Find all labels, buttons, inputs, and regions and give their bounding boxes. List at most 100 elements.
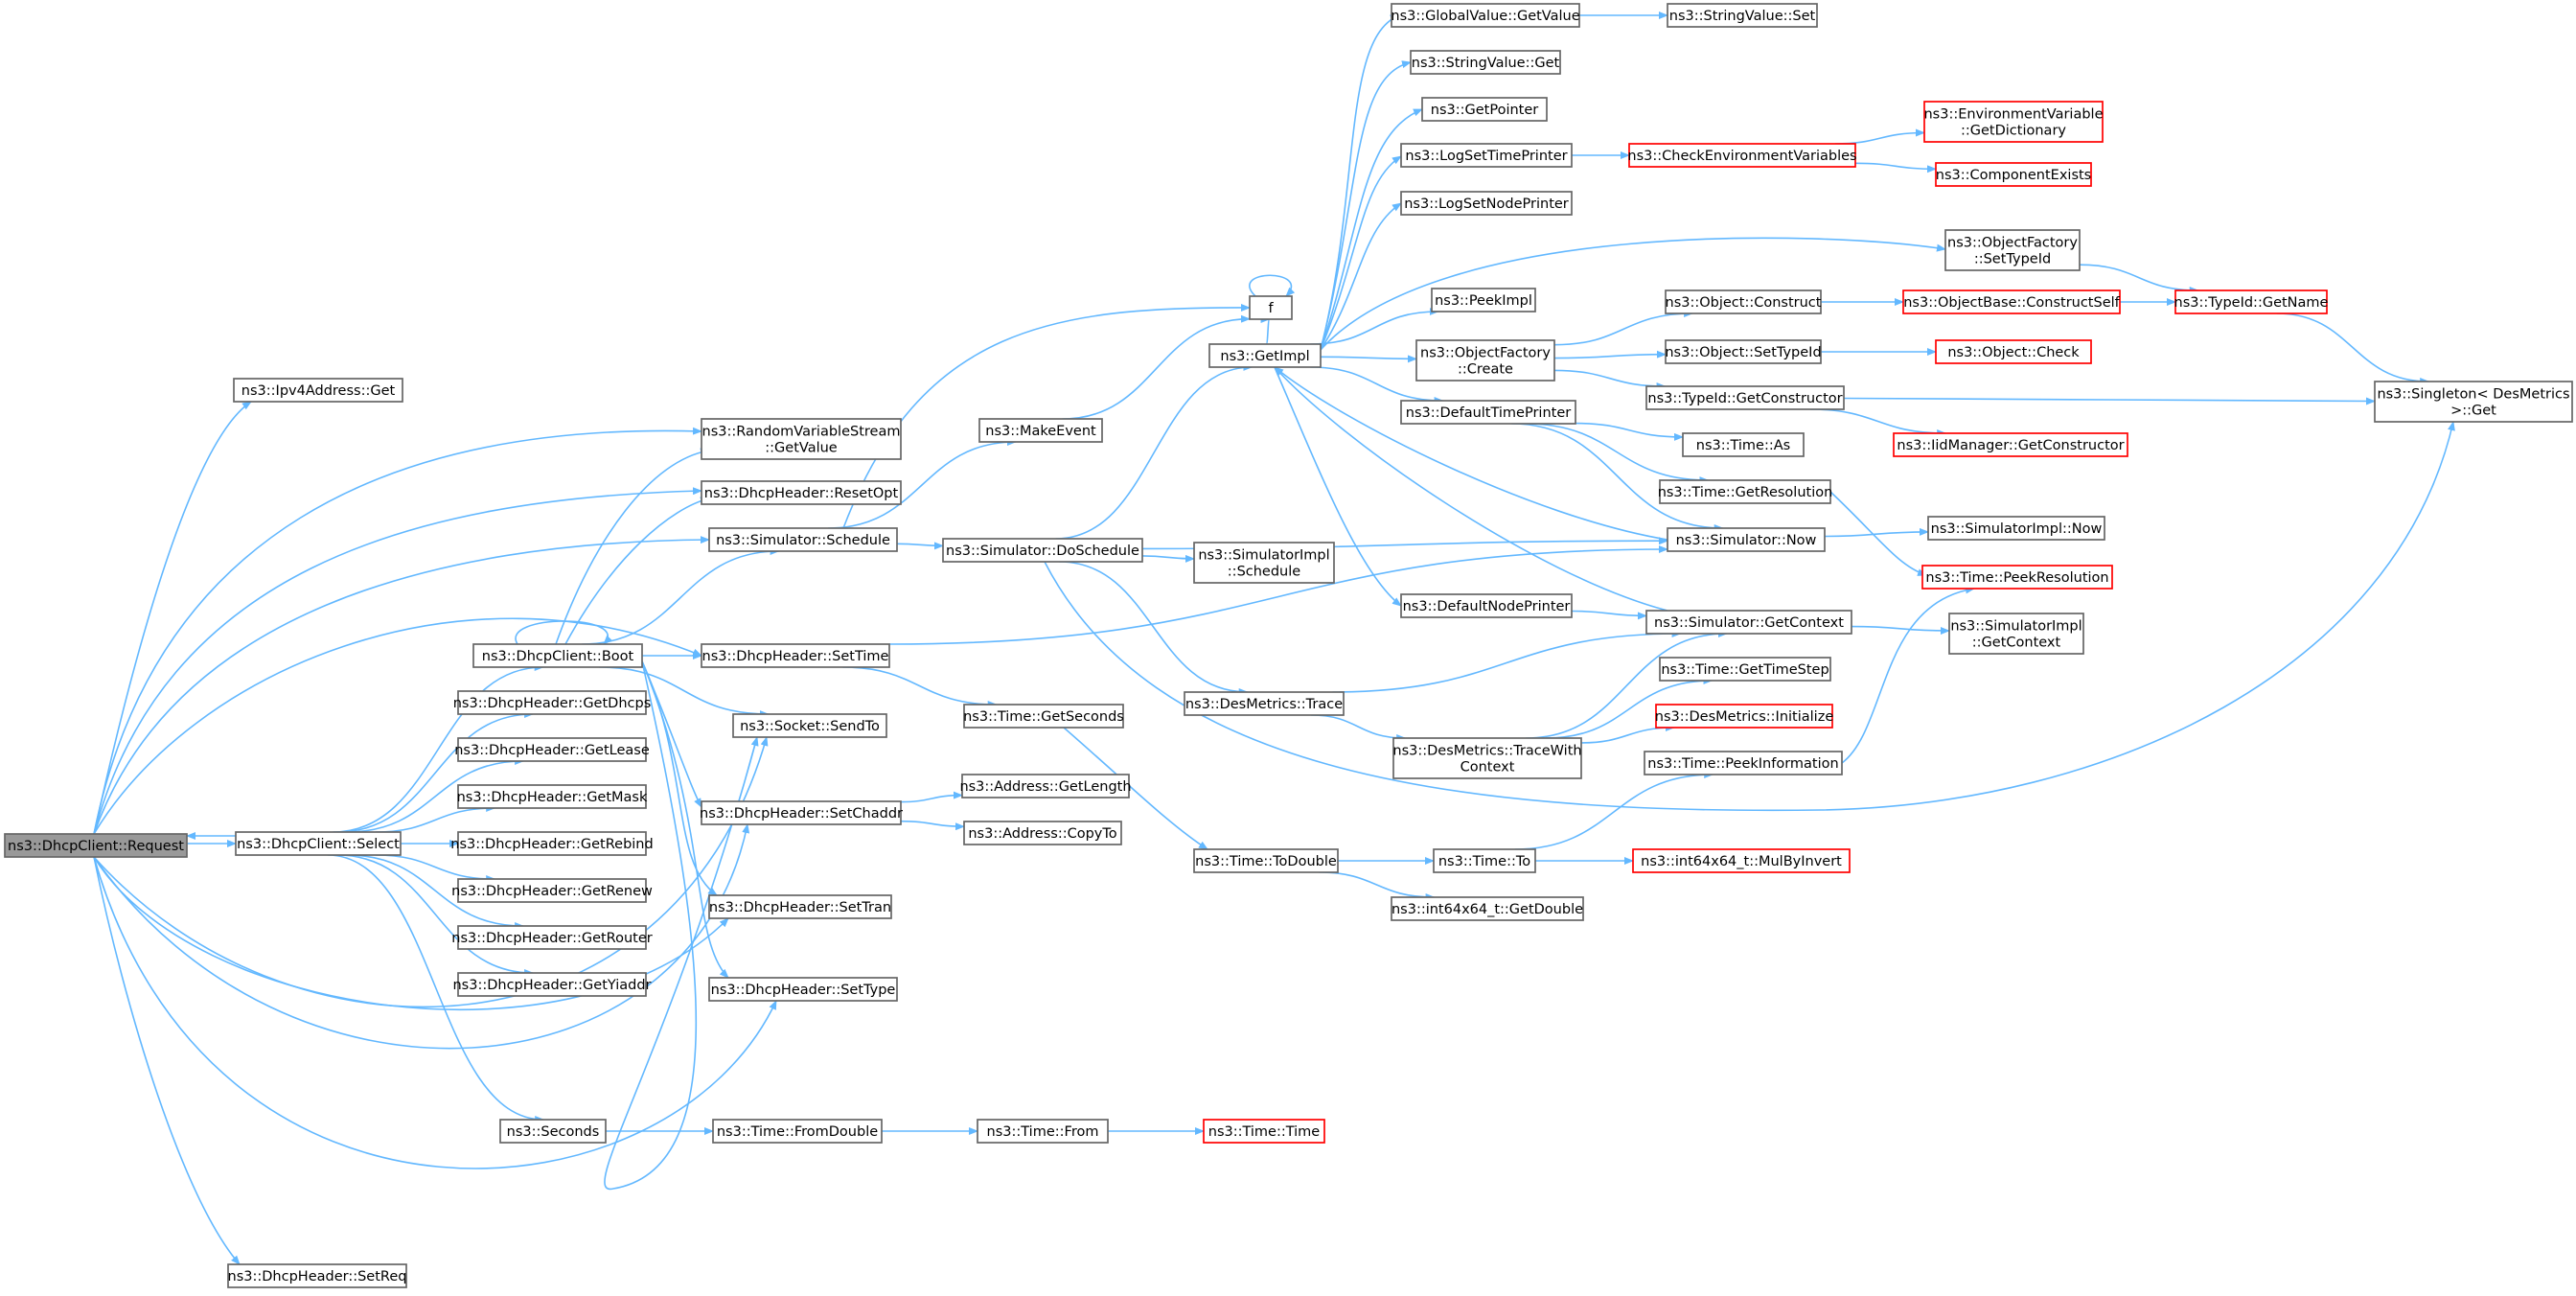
node-box[interactable] — [1249, 295, 1293, 320]
node-box[interactable] — [1665, 289, 1822, 314]
node-box[interactable] — [1421, 97, 1548, 122]
node-box[interactable] — [1893, 432, 2128, 457]
node-timepeekinfo[interactable]: ns3::Time::PeekInformation — [1644, 751, 1843, 775]
node-box[interactable] — [708, 977, 898, 1002]
node-sendto[interactable]: ns3::Socket::SendTo — [732, 713, 887, 738]
node-logsettime[interactable]: ns3::LogSetTimePrinter — [1400, 143, 1573, 168]
node-simimplnow[interactable]: ns3::SimulatorImpl::Now — [1927, 516, 2105, 541]
node-box[interactable] — [1193, 848, 1339, 873]
node-request[interactable]: ns3::DhcpClient::Request — [4, 833, 188, 858]
node-box[interactable] — [457, 784, 647, 809]
node-box[interactable] — [1667, 527, 1826, 552]
node-timegetstep[interactable]: ns3::Time::GetTimeStep — [1659, 657, 1831, 682]
node-svset[interactable]: ns3::StringValue::Set — [1667, 3, 1818, 28]
node-deftimepr[interactable]: ns3::DefaultTimePrinter — [1400, 400, 1576, 425]
node-box[interactable] — [1645, 610, 1852, 635]
node-tidgetctor[interactable]: ns3::TypeId::GetConstructor — [1645, 385, 1845, 410]
node-box[interactable] — [708, 894, 892, 919]
node-box[interactable] — [1948, 613, 2084, 655]
node-box[interactable] — [708, 527, 898, 552]
node-objsettypeid[interactable]: ns3::Object::SetTypeId — [1665, 339, 1822, 364]
node-rvsget[interactable]: ns3::RandomVariableStream::GetValue — [701, 418, 902, 460]
node-desminit[interactable]: ns3::DesMetrics::Initialize — [1655, 704, 1834, 729]
node-getimpl[interactable]: ns3::GetImpl — [1208, 343, 1322, 368]
node-i64mulbyinv[interactable]: ns3::int64x64_t::MulByInvert — [1632, 848, 1851, 873]
node-compexists[interactable]: ns3::ComponentExists — [1935, 162, 2092, 187]
node-simimplsched[interactable]: ns3::SimulatorImpl::Schedule — [1193, 542, 1335, 584]
node-getlease[interactable]: ns3::DhcpHeader::GetLease — [454, 737, 650, 762]
node-box[interactable] — [1927, 516, 2105, 541]
node-desmtrace[interactable]: ns3::DesMetrics::Trace — [1184, 691, 1345, 716]
node-i64getdouble[interactable]: ns3::int64x64_t::GetDouble — [1391, 896, 1584, 921]
node-iidgetctor[interactable]: ns3::IidManager::GetConstructor — [1893, 432, 2128, 457]
node-ofsettypeid[interactable]: ns3::ObjectFactory::SetTypeId — [1944, 229, 2081, 271]
node-box[interactable] — [1923, 101, 2104, 143]
node-box[interactable] — [1433, 848, 1536, 873]
node-timegetres[interactable]: ns3::Time::GetResolution — [1658, 479, 1833, 504]
node-f[interactable]: f — [1249, 295, 1293, 320]
node-box[interactable] — [977, 1119, 1109, 1144]
node-box[interactable] — [457, 690, 647, 715]
node-box[interactable] — [942, 538, 1143, 563]
node-obconstructself[interactable]: ns3::ObjectBase::ConstructSelf — [1902, 289, 2121, 314]
node-getrebind[interactable]: ns3::DhcpHeader::GetRebind — [450, 831, 654, 856]
node-fromdouble[interactable]: ns3::Time::FromDouble — [712, 1119, 883, 1144]
node-box[interactable] — [1184, 691, 1345, 716]
node-box[interactable] — [1431, 288, 1536, 312]
node-box[interactable] — [1391, 3, 1580, 28]
node-timeas[interactable]: ns3::Time::As — [1682, 432, 1805, 457]
node-setchaddr[interactable]: ns3::DhcpHeader::SetChaddr — [700, 800, 903, 825]
node-box[interactable] — [978, 418, 1103, 443]
node-box[interactable] — [1208, 343, 1322, 368]
node-box[interactable] — [1645, 385, 1845, 410]
node-ofcreate[interactable]: ns3::ObjectFactory::Create — [1415, 339, 1555, 382]
node-box[interactable] — [1410, 50, 1561, 75]
node-box[interactable] — [1400, 143, 1573, 168]
node-box[interactable] — [233, 378, 403, 403]
node-checkenv[interactable]: ns3::CheckEnvironmentVariables — [1627, 143, 1857, 168]
node-box[interactable] — [701, 643, 890, 668]
node-doschedule[interactable]: ns3::Simulator::DoSchedule — [942, 538, 1143, 563]
node-box[interactable] — [1921, 565, 2113, 590]
node-box[interactable] — [1400, 191, 1573, 216]
node-addrcopyto[interactable]: ns3::Address::CopyTo — [963, 821, 1122, 845]
node-box[interactable] — [701, 800, 902, 825]
node-tidgetname[interactable]: ns3::TypeId::GetName — [2174, 289, 2329, 314]
node-getdhcps[interactable]: ns3::DhcpHeader::GetDhcps — [453, 690, 652, 715]
node-settype[interactable]: ns3::DhcpHeader::SetType — [708, 977, 898, 1002]
node-box[interactable] — [701, 480, 902, 505]
node-getmask[interactable]: ns3::DhcpHeader::GetMask — [457, 784, 648, 809]
node-box[interactable] — [472, 643, 643, 668]
node-getrenew[interactable]: ns3::DhcpHeader::GetRenew — [451, 878, 653, 903]
node-settime[interactable]: ns3::DhcpHeader::SetTime — [701, 643, 890, 668]
node-box[interactable] — [1391, 896, 1584, 921]
node-box[interactable] — [1665, 339, 1822, 364]
node-setreq[interactable]: ns3::DhcpHeader::SetReq — [227, 1263, 407, 1288]
node-box[interactable] — [457, 972, 647, 997]
node-box[interactable] — [1644, 751, 1843, 775]
node-ipv4get[interactable]: ns3::Ipv4Address::Get — [233, 378, 403, 403]
node-timeto[interactable]: ns3::Time::To — [1433, 848, 1536, 873]
node-singletonget[interactable]: ns3::Singleton< DesMetrics>::Get — [2374, 381, 2573, 423]
node-addrgetlen[interactable]: ns3::Address::GetLength — [959, 774, 1132, 798]
node-box[interactable] — [4, 833, 188, 858]
node-box[interactable] — [1632, 848, 1851, 873]
node-boot[interactable]: ns3::DhcpClient::Boot — [472, 643, 643, 668]
node-objcheck[interactable]: ns3::Object::Check — [1935, 339, 2092, 364]
node-simimplgetctx[interactable]: ns3::SimulatorImpl::GetContext — [1948, 613, 2084, 655]
node-box[interactable] — [1659, 479, 1831, 504]
node-box[interactable] — [457, 737, 647, 762]
node-todouble[interactable]: ns3::Time::ToDouble — [1193, 848, 1339, 873]
node-box[interactable] — [499, 1119, 607, 1144]
node-defnodepr[interactable]: ns3::DefaultNodePrinter — [1400, 593, 1573, 618]
node-settran[interactable]: ns3::DhcpHeader::SetTran — [708, 894, 892, 919]
node-box[interactable] — [1415, 339, 1555, 382]
node-makeevent[interactable]: ns3::MakeEvent — [978, 418, 1103, 443]
node-schedule[interactable]: ns3::Simulator::Schedule — [708, 527, 898, 552]
node-gvget[interactable]: ns3::GlobalValue::GetValue — [1391, 3, 1580, 28]
node-getpointer[interactable]: ns3::GetPointer — [1421, 97, 1548, 122]
node-box[interactable] — [1944, 229, 2081, 271]
node-box[interactable] — [1902, 289, 2121, 314]
node-box[interactable] — [1203, 1119, 1325, 1144]
